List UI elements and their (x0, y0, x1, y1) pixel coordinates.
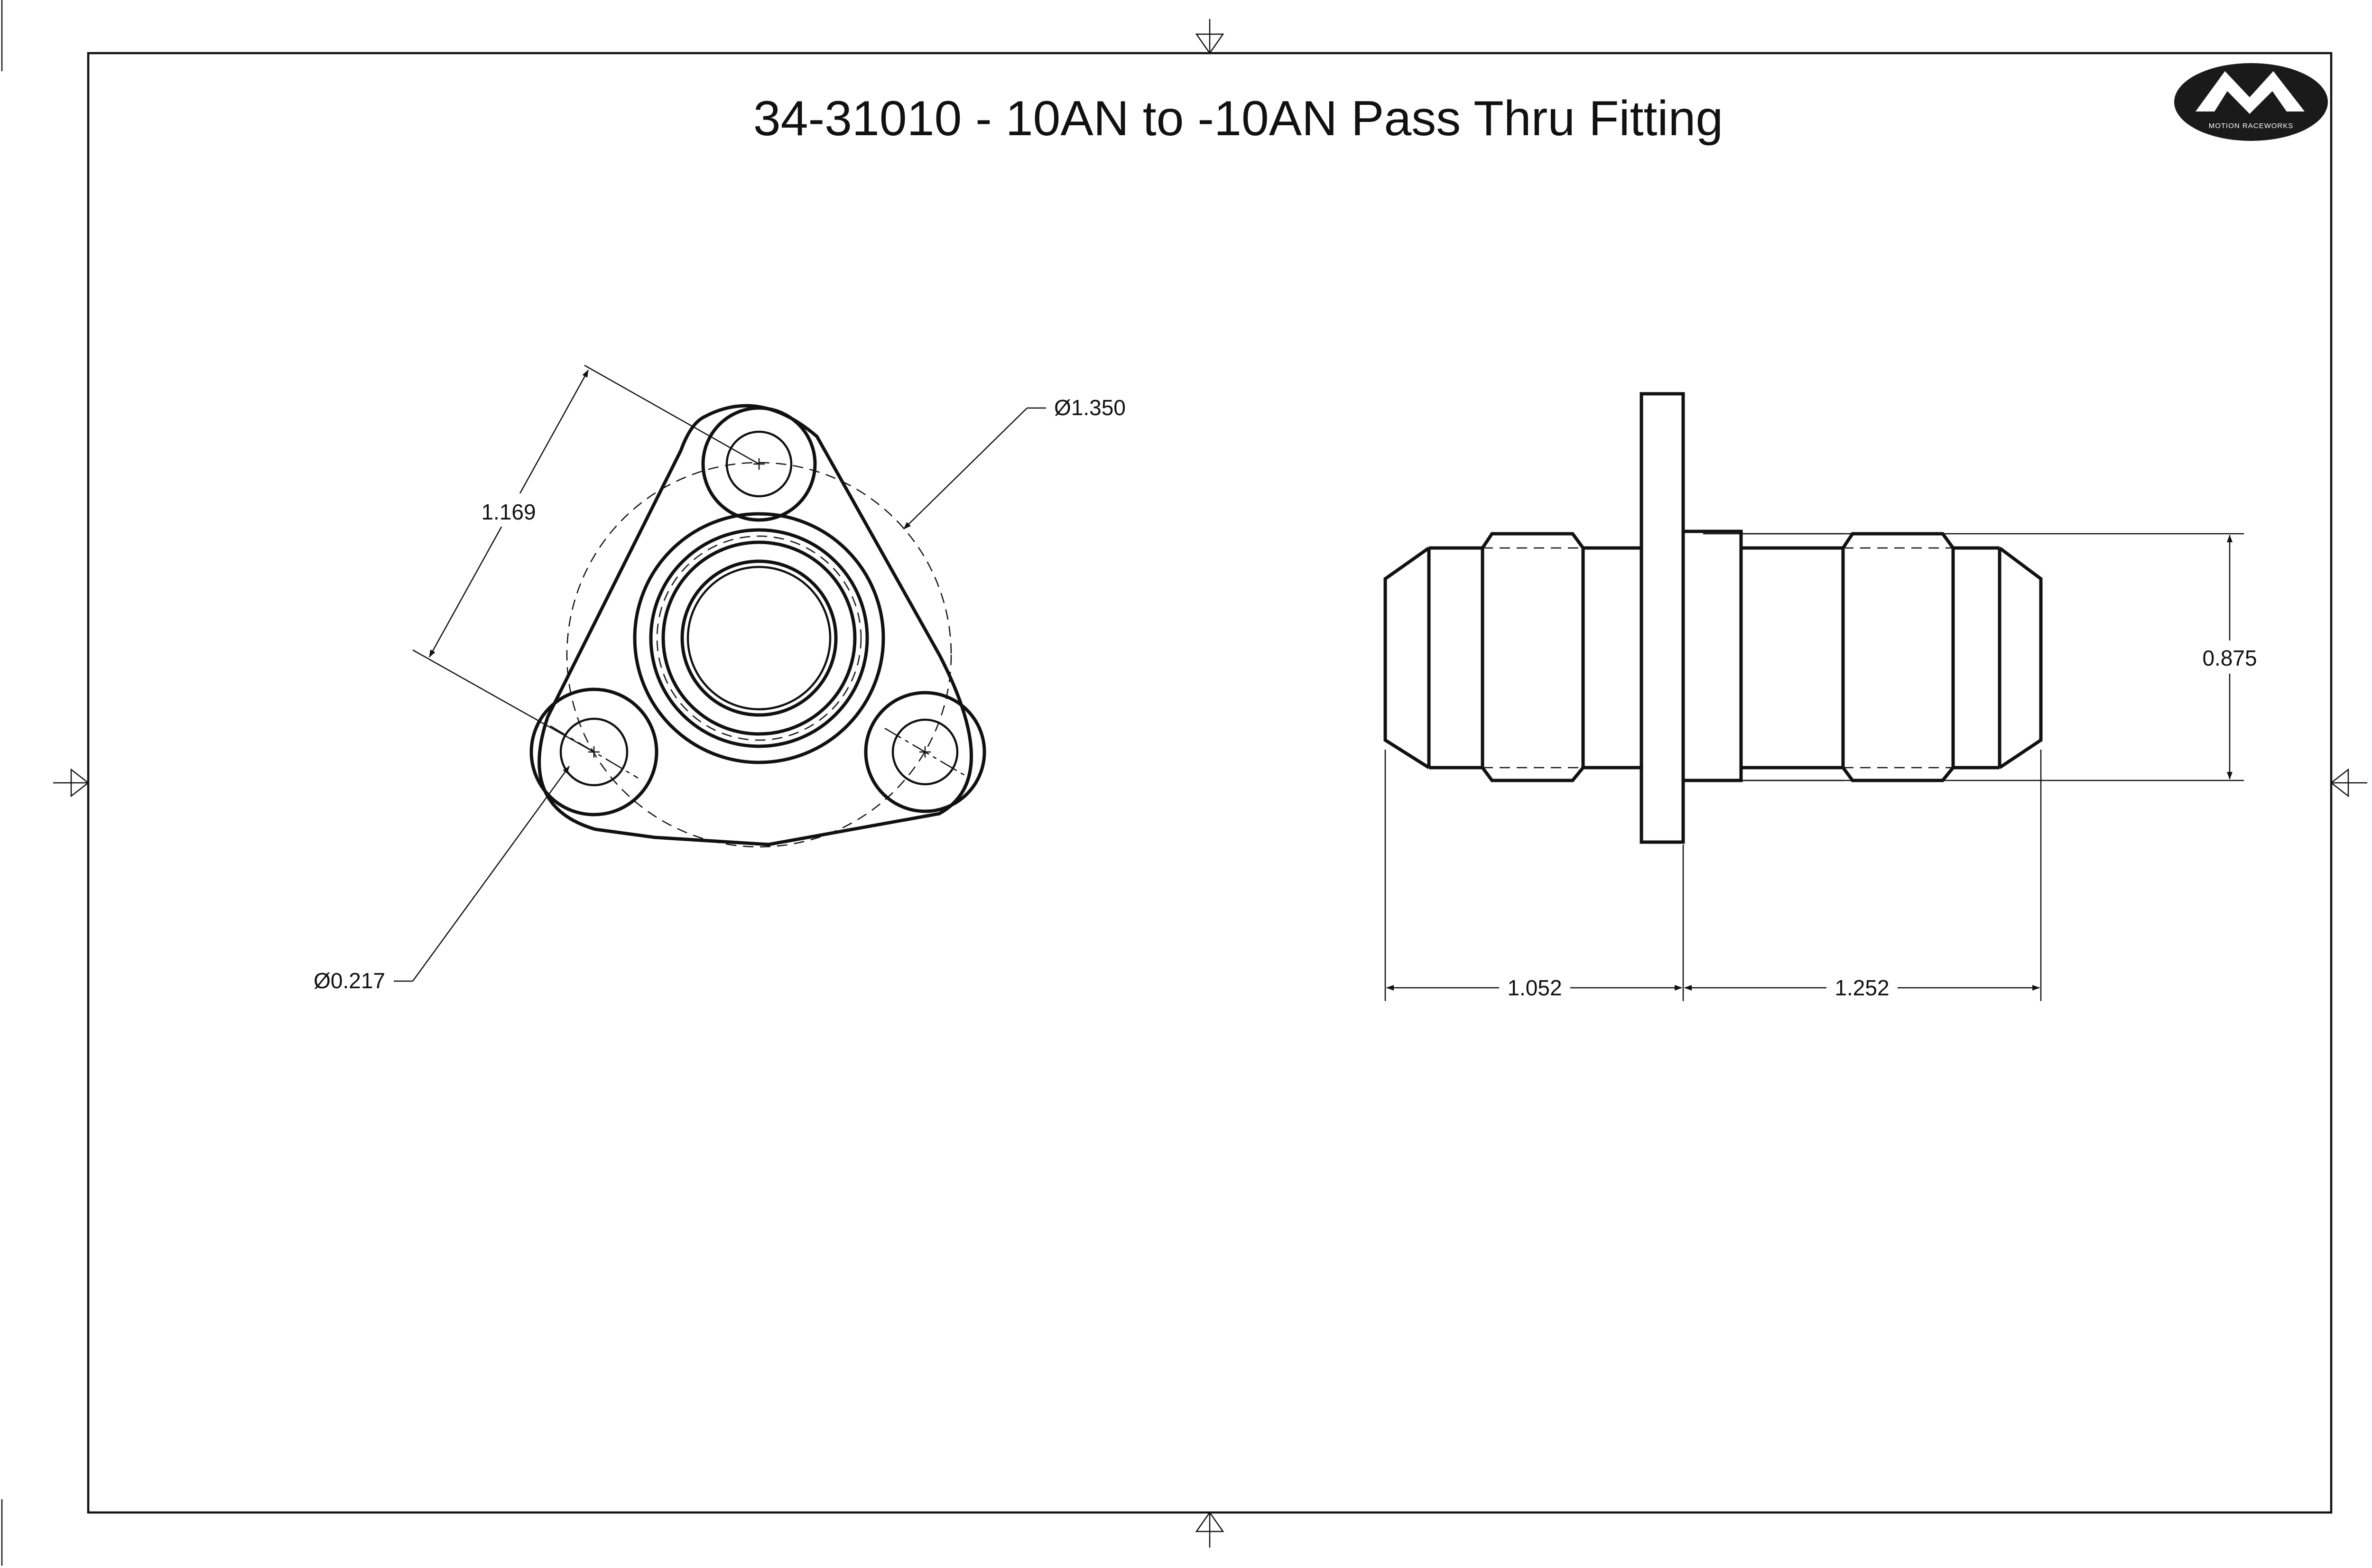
center-boss (633, 512, 885, 764)
left-length-label: 1.052 (1507, 975, 1562, 1000)
hole-spacing-label: 1.169 (481, 500, 536, 524)
dimension-bolt-circle: Ø1.350 (903, 395, 1126, 529)
right-length-label: 1.252 (1835, 975, 1889, 1000)
right-flare-end (1953, 546, 2043, 770)
orientation-marks (53, 19, 2367, 1548)
bolt-circle-label: Ø1.350 (1054, 395, 1126, 420)
dimension-lengths: 1.052 1.252 (1384, 750, 2042, 1003)
hole-diameter-label: Ø0.217 (314, 968, 385, 993)
front-view: 1.169 Ø1.350 Ø0.217 (314, 364, 1126, 993)
right-thread (1841, 532, 1955, 782)
company-logo: MOTION RACEWORKS (2174, 63, 2328, 141)
dimension-thread-diameter: 0.875 (1703, 533, 2268, 781)
thread-diameter-label: 0.875 (2202, 646, 2257, 670)
dimension-hole-spacing: 1.169 (412, 364, 760, 753)
left-flare-end (1383, 547, 1430, 769)
logo-text: MOTION RACEWORKS (2209, 122, 2294, 130)
left-thread (1481, 532, 1585, 782)
side-view: 0.875 1.052 1.252 (1383, 392, 2268, 1003)
bolt-hole-right (864, 691, 986, 813)
flange-plate (1640, 392, 1685, 844)
dimension-hole-diameter: Ø0.217 (314, 766, 570, 993)
right-shoulder (1683, 529, 1843, 782)
drawing-title: 34-31010 - 10AN to -10AN Pass Thru Fitti… (753, 91, 1723, 146)
bolt-hole-left (529, 687, 658, 816)
